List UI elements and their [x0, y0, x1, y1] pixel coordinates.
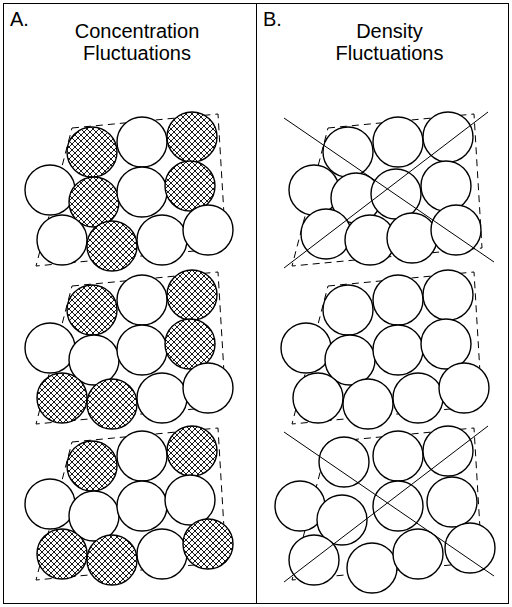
- solvent-particle: [117, 167, 167, 217]
- panel-letter: B.: [263, 8, 282, 30]
- solvent-particle: [117, 275, 167, 325]
- solvent-particle: [137, 215, 187, 265]
- panel-heading: Concentration Fluctuations: [52, 20, 222, 64]
- solvent-particle: [183, 205, 233, 255]
- solvent-particle: [343, 379, 393, 429]
- solvent-particle: [25, 323, 75, 373]
- solvent-particle: [373, 431, 423, 481]
- solvent-particle: [373, 117, 423, 167]
- solvent-particle: [25, 479, 75, 529]
- solvent-particle: [293, 373, 343, 423]
- solvent-particle: [117, 325, 167, 375]
- solvent-particle: [37, 215, 87, 265]
- solvent-particle: [289, 165, 339, 215]
- solvent-particle: [319, 437, 369, 487]
- solute-particle: [167, 270, 217, 320]
- solute-particle: [167, 112, 217, 162]
- cross-line: [284, 426, 488, 582]
- solvent-particle: [25, 165, 75, 215]
- solvent-particle: [423, 426, 473, 476]
- solute-particle: [87, 221, 137, 271]
- solute-particle: [165, 161, 215, 211]
- solvent-particle: [373, 275, 423, 325]
- solvent-particle: [373, 481, 423, 531]
- solute-particle: [67, 285, 117, 335]
- solvent-particle: [183, 363, 233, 413]
- cross-line: [284, 118, 494, 262]
- solvent-particle: [393, 373, 443, 423]
- solute-particle: [37, 529, 87, 579]
- solvent-particle: [323, 127, 373, 177]
- solute-particle: [87, 535, 137, 585]
- solvent-particle: [281, 323, 331, 373]
- solvent-particle: [137, 373, 187, 423]
- solute-particle: [167, 426, 217, 476]
- solute-particle: [87, 379, 137, 429]
- solvent-particle: [117, 117, 167, 167]
- solvent-particle: [301, 209, 351, 259]
- solvent-particle: [439, 363, 489, 413]
- solvent-particle: [117, 481, 167, 531]
- cross-line: [284, 112, 488, 268]
- solvent-particle: [371, 169, 421, 219]
- solvent-particle: [165, 475, 215, 525]
- solvent-particle: [117, 431, 167, 481]
- solvent-particle: [137, 529, 187, 579]
- solvent-particle: [423, 112, 473, 162]
- solvent-particle: [373, 325, 423, 375]
- solvent-particle: [289, 535, 339, 585]
- solvent-particle: [347, 543, 397, 593]
- panel-box: A. Concentration Fluctuations: [3, 3, 257, 604]
- solute-particle: [37, 373, 87, 423]
- solute-particle: [183, 519, 233, 569]
- cross-line: [284, 432, 494, 576]
- solute-particle: [165, 319, 215, 369]
- solvent-particle: [323, 285, 373, 335]
- solvent-particle: [387, 213, 437, 263]
- solvent-particle: [421, 161, 471, 211]
- panel-box: B. Density Fluctuations: [256, 3, 509, 604]
- solvent-particle: [393, 529, 443, 579]
- panel-letter: A.: [10, 8, 29, 30]
- solvent-particle: [423, 270, 473, 320]
- solvent-particle: [427, 477, 477, 527]
- solute-particle: [67, 441, 117, 491]
- solvent-particle: [421, 319, 471, 369]
- solute-particle: [67, 127, 117, 177]
- panel-heading: Density Fluctuations: [305, 20, 475, 64]
